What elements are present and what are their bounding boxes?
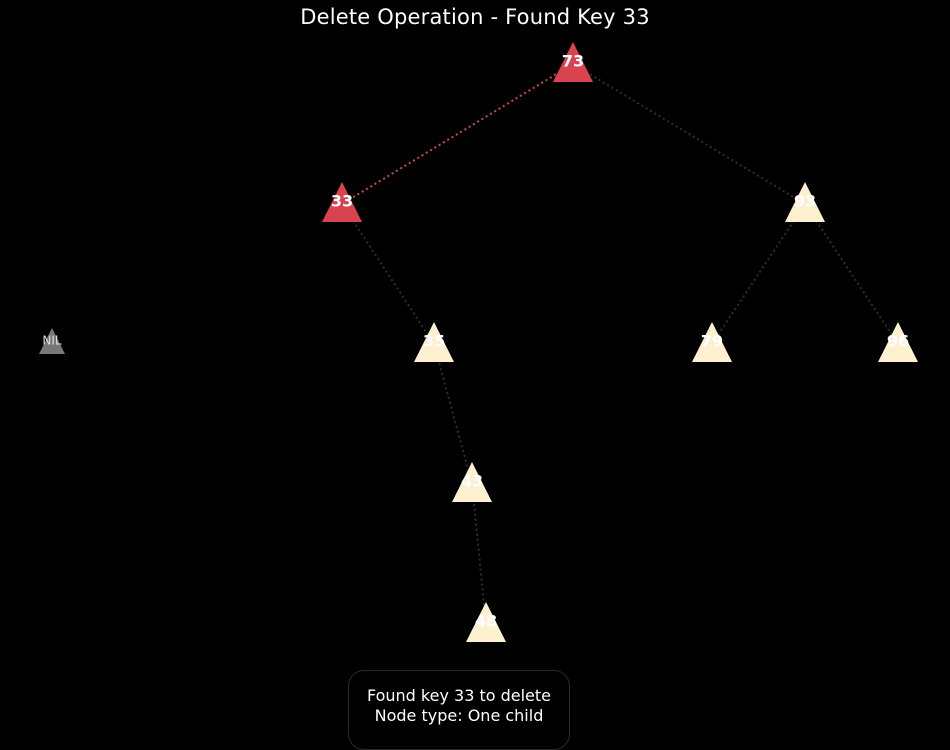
tree-node-79: 79	[692, 322, 732, 362]
edge-n93-n79	[711, 203, 806, 345]
edge-n35-n43	[433, 343, 473, 485]
node-label: 79	[701, 332, 723, 351]
node-triangle	[692, 322, 732, 362]
node-triangle	[553, 42, 593, 82]
tree-node-96: 96	[878, 322, 918, 362]
edge-n43-n48	[471, 483, 487, 625]
node-triangle	[785, 182, 825, 222]
edge-n93-n96	[804, 203, 899, 345]
node-label: 93	[794, 192, 816, 211]
node-triangle	[322, 182, 362, 222]
node-label: 48	[475, 612, 497, 631]
node-label: 73	[562, 52, 584, 71]
node-triangle	[452, 462, 492, 502]
edge-n73-n33	[341, 63, 574, 205]
node-label: 33	[331, 192, 353, 211]
status-line-1: Found key 33 to delete	[366, 686, 552, 705]
tree-node-43: 43	[452, 462, 492, 502]
tree-node-73: 73	[553, 42, 593, 82]
status-box: Found key 33 to delete Node type: One ch…	[348, 670, 570, 750]
node-label: 96	[887, 332, 909, 351]
edge-n73-n93	[572, 63, 806, 205]
node-label: 35	[423, 332, 445, 351]
node-triangle	[878, 322, 918, 362]
status-line-2: Node type: One child	[374, 706, 544, 725]
node-triangle	[466, 602, 506, 642]
node-triangle	[414, 322, 454, 362]
edge-n33-n35	[341, 203, 435, 345]
node-triangle	[39, 328, 65, 354]
node-label: NIL	[42, 334, 62, 348]
tree-node-35: 35	[414, 322, 454, 362]
diagram-title: Delete Operation - Found Key 33	[300, 5, 650, 29]
node-label: 43	[461, 472, 483, 491]
tree-node-48: 48	[466, 602, 506, 642]
tree-node-nil: NIL	[39, 328, 65, 354]
tree-node-93: 93	[785, 182, 825, 222]
edges-layer	[341, 63, 899, 625]
tree-node-33: 33	[322, 182, 362, 222]
